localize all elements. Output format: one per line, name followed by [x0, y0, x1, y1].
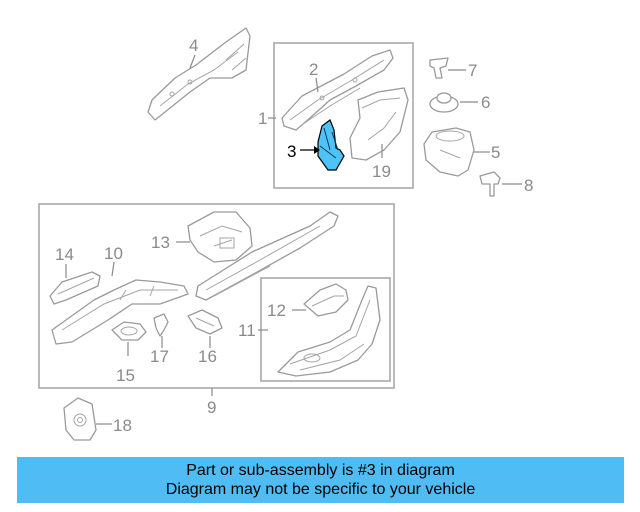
- part-13[interactable]: [187, 211, 253, 263]
- callout-5: 5: [491, 143, 500, 162]
- callout-17: 17: [150, 347, 169, 366]
- callout-1: 1: [258, 109, 267, 128]
- callout-6: 6: [481, 93, 490, 112]
- callout-3: 3: [287, 142, 296, 161]
- part-12[interactable]: [303, 283, 349, 317]
- callout-8: 8: [524, 176, 533, 195]
- callout-11: 11: [238, 321, 256, 340]
- part-5[interactable]: [423, 127, 475, 177]
- callout-7: 7: [468, 61, 477, 80]
- part-7[interactable]: [429, 57, 449, 79]
- callout-12: 12: [267, 301, 286, 320]
- group-frame-9: [38, 203, 395, 389]
- part-14[interactable]: [49, 271, 101, 305]
- callout-2: 2: [309, 60, 318, 79]
- callout-9: 9: [207, 398, 216, 417]
- group-frame-1: [273, 42, 414, 189]
- part-3-highlighted[interactable]: [317, 119, 345, 171]
- callout-15: 15: [116, 366, 135, 385]
- part-6[interactable]: [429, 92, 459, 113]
- part-19[interactable]: [349, 87, 409, 161]
- callout-19: 19: [372, 162, 391, 181]
- part-8[interactable]: [479, 171, 501, 197]
- part-11[interactable]: [277, 285, 381, 377]
- callout-10: 10: [104, 244, 123, 263]
- callout-18: 18: [113, 416, 132, 435]
- callout-13: 13: [151, 233, 170, 252]
- part-18[interactable]: [63, 397, 97, 441]
- part-17[interactable]: [153, 313, 169, 337]
- callout-4: 4: [189, 36, 198, 55]
- info-banner: Part or sub-assembly is #3 in diagram Di…: [17, 457, 624, 503]
- callout-16: 16: [198, 347, 217, 366]
- part-16[interactable]: [187, 309, 223, 335]
- callout-14: 14: [55, 245, 74, 264]
- part-3-shape: [317, 119, 345, 171]
- banner-line-1: Part or sub-assembly is #3 in diagram: [186, 462, 455, 479]
- part-15[interactable]: [111, 321, 147, 341]
- banner-line-2: Diagram may not be specific to your vehi…: [165, 481, 476, 498]
- part-4[interactable]: [147, 27, 251, 121]
- part-side-rail[interactable]: [195, 211, 339, 301]
- part-10[interactable]: [51, 279, 189, 345]
- part-2[interactable]: [281, 49, 394, 131]
